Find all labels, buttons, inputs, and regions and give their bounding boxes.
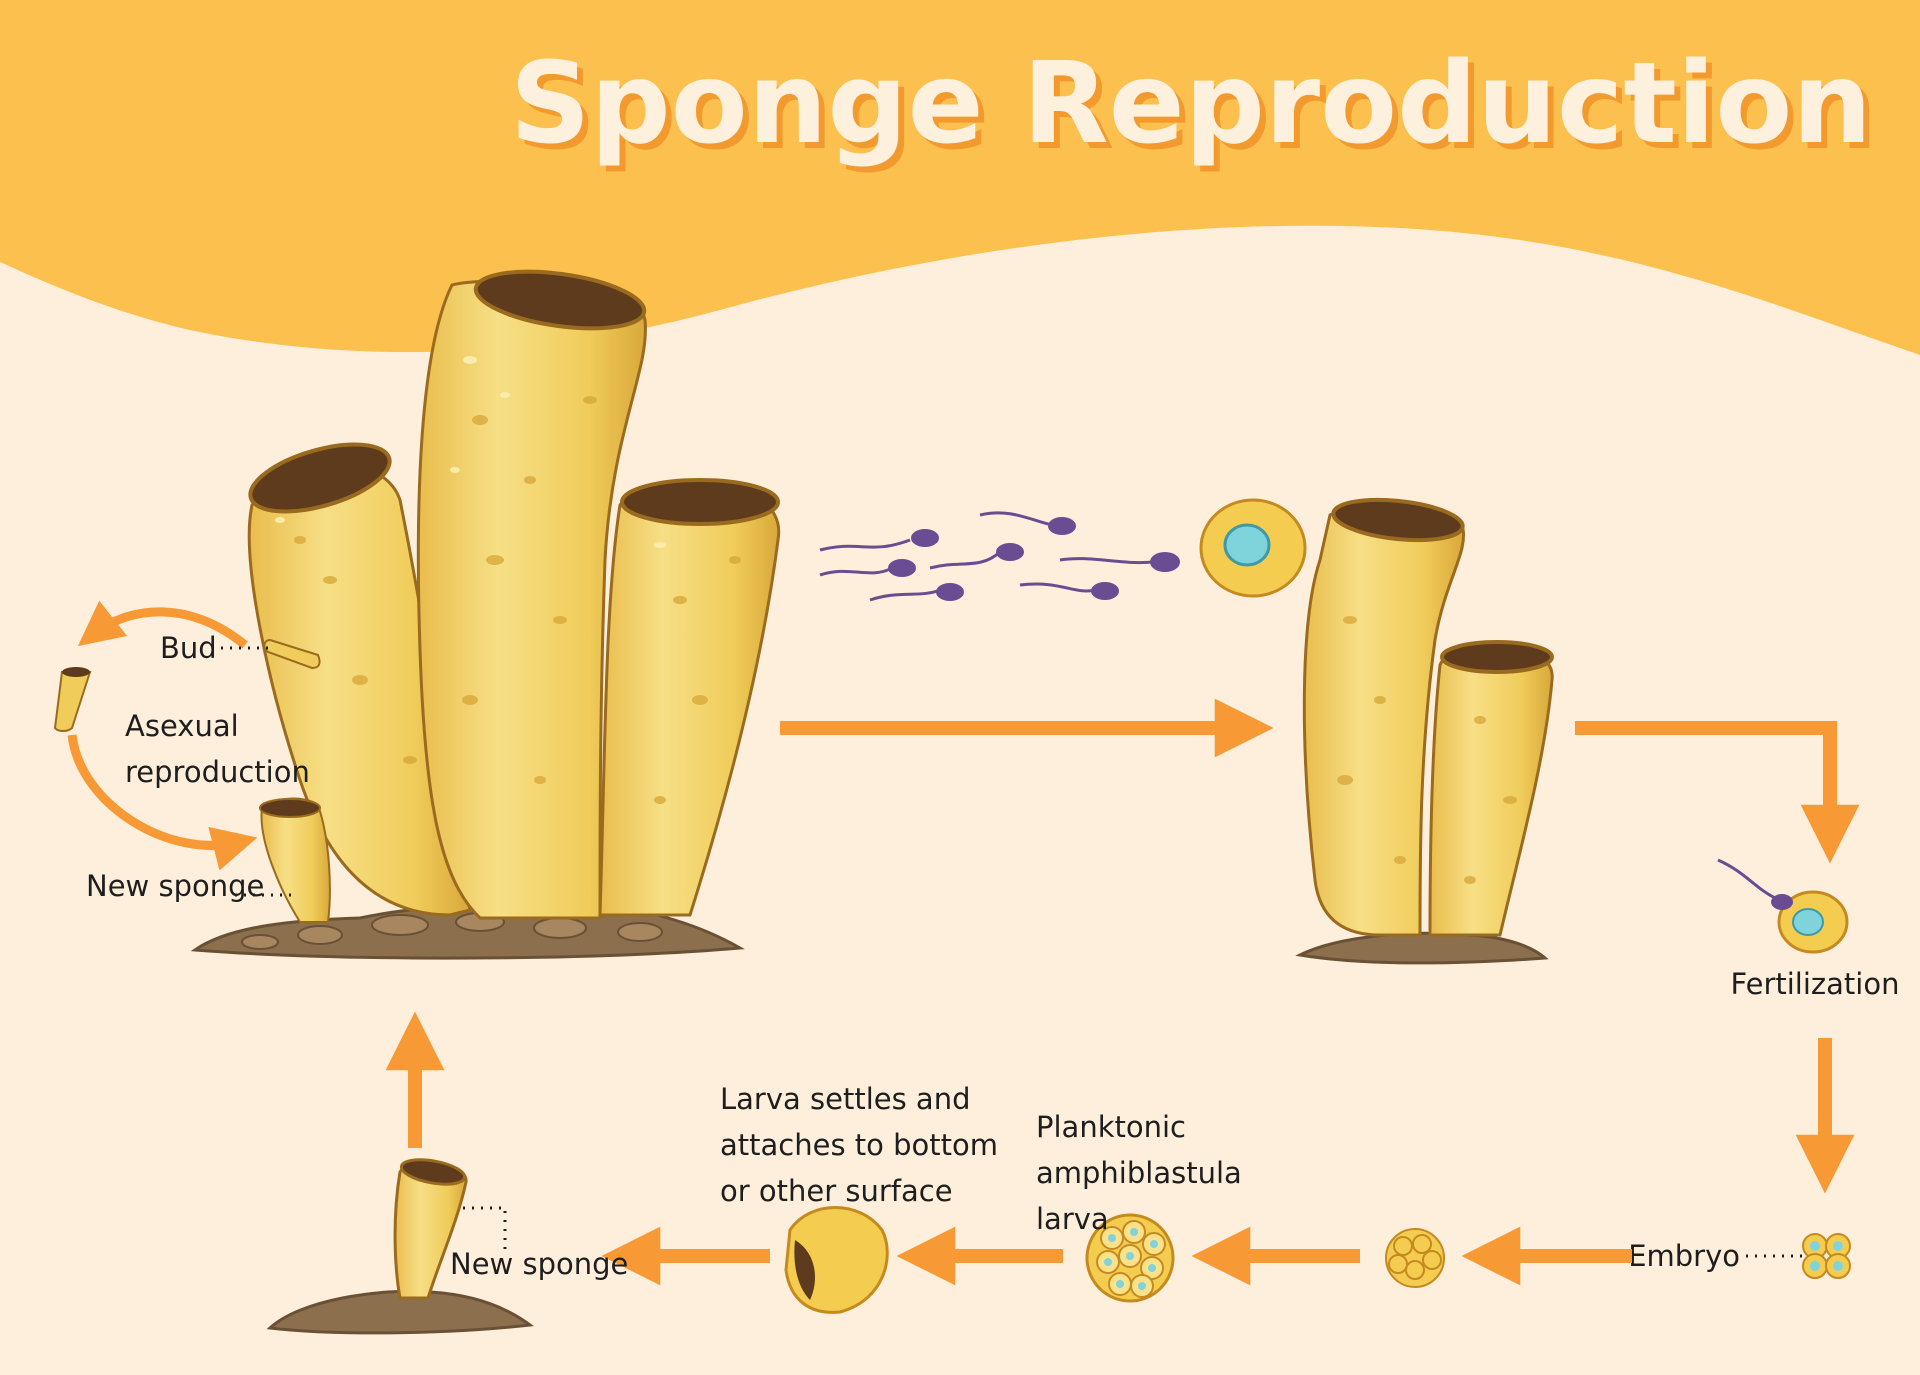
sperm-icon [929,543,1024,570]
sponge-pair-right [1295,497,1554,965]
sperm-icon [979,511,1076,535]
osculum-right [620,478,780,526]
fertilization-icon [1717,858,1849,954]
osculum-center [473,269,647,331]
asexual-arrow-bottom [67,734,258,871]
sponge-highlights [275,356,666,548]
egg-cell-icon [1199,498,1307,598]
arrow-to-fertilization [1575,721,1860,864]
osculum-tall-right [1331,497,1465,543]
label-new-sponge-top: New sponge [86,869,264,903]
amphiblastula-larva-icon [1085,1213,1175,1303]
morula-icon [1385,1228,1445,1288]
new-sponge-bottom [266,1158,534,1335]
page-title: Sponge Reproduction Sponge Reproduction [510,39,1878,175]
osculum-short-right [1440,640,1554,674]
new-sponge-small [259,797,331,923]
embryo-icon [1802,1233,1851,1279]
sperm-icon [1019,582,1119,600]
header-band [0,0,1920,355]
sponge-tube-right [598,483,781,917]
sperm-icon [869,583,964,602]
sperm-icon [819,529,939,552]
sperm-icon [1059,552,1180,572]
leader-lines [212,646,1810,1258]
sperm-cells [819,511,1180,602]
label-embryo: Embryo [1628,1239,1740,1273]
sperm-icon [819,559,916,577]
label-planktonic-larva: Planktonic amphiblastula larva [1036,1110,1251,1236]
svg-text:Sponge Reproduction: Sponge Reproduction [510,39,1872,169]
sponge-pores [294,396,741,804]
label-new-sponge-bottom: New sponge [450,1247,628,1281]
settled-larva-icon [784,1206,889,1314]
svg-text:Sponge Reproduction: Sponge Reproduction [516,45,1878,175]
bud-shape [263,638,321,670]
asexual-arrow-top [77,600,248,649]
adult-sponge-cluster [190,269,781,960]
label-larva-settles: Larva settles and attaches to bottom or … [720,1082,1007,1208]
label-asexual-reproduction: Asexual reproduction [125,709,310,789]
detached-bud [53,667,92,732]
osculum-left [248,442,392,514]
label-bud: Bud [160,631,217,665]
label-fertilization: Fertilization [1731,967,1900,1001]
sponge-tube-short-right [1428,646,1554,937]
